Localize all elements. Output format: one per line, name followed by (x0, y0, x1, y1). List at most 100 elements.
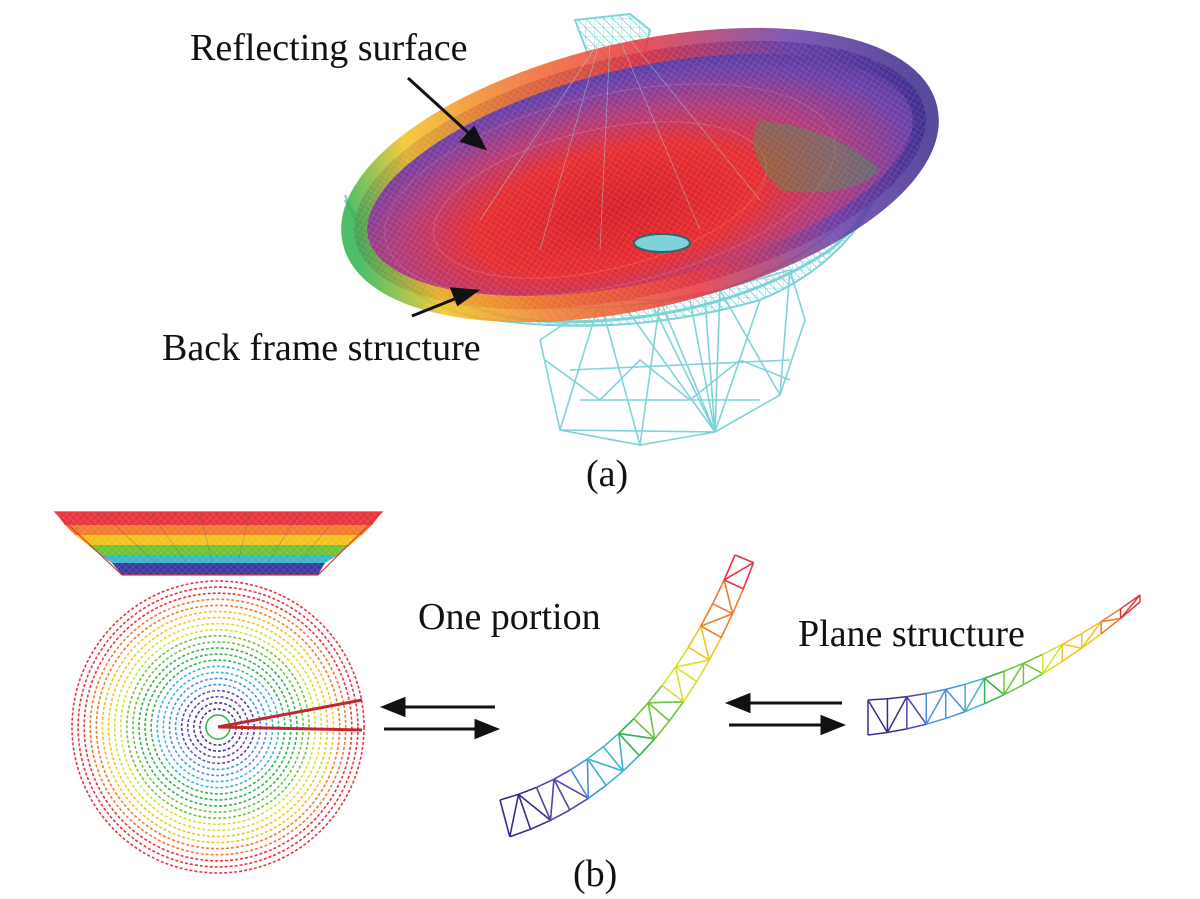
truss-member (618, 732, 655, 740)
truss-member (661, 666, 677, 687)
ring-spoke (82, 670, 208, 723)
ring-spoke (226, 735, 322, 831)
ring (107, 616, 329, 838)
truss-member (1081, 620, 1102, 635)
truss-member (1101, 617, 1121, 623)
truss-member (700, 603, 714, 627)
ring (83, 592, 353, 862)
label-one-portion: One portion (418, 596, 601, 638)
ring-spoke (73, 728, 207, 747)
ring-spoke (198, 582, 217, 716)
truss-member (570, 758, 588, 771)
ring-spoke (198, 738, 217, 872)
truss-member (1003, 662, 1024, 672)
ring (101, 610, 335, 844)
ring (126, 635, 310, 819)
arrow-reflecting (406, 76, 487, 151)
truss-member (887, 728, 907, 734)
double-arrow-right (724, 692, 847, 736)
truss-member (605, 770, 624, 786)
truss-member (517, 793, 552, 821)
truss-member (695, 659, 710, 682)
truss-member (530, 819, 551, 830)
truss-member (1042, 660, 1063, 675)
dish-3d-model (341, 12, 939, 446)
truss-member (553, 778, 571, 811)
one-portion-truss (499, 554, 755, 838)
truss-member (661, 684, 684, 703)
truss-member (1120, 594, 1141, 610)
label-reflecting-surface: Reflecting surface (190, 27, 468, 69)
ring-spoke (128, 610, 211, 718)
ring (89, 598, 347, 856)
truss-member (1023, 672, 1044, 686)
truss-member (517, 794, 532, 830)
truss-member (675, 659, 710, 668)
truss-member (742, 562, 755, 590)
dish-side-view (53, 511, 384, 576)
truss-member (723, 554, 736, 581)
ring-spoke (128, 736, 211, 844)
truss-member (1062, 643, 1082, 649)
truss-member (586, 758, 607, 786)
truss-member (700, 612, 733, 627)
truss-member (648, 700, 684, 704)
truss-member (586, 758, 590, 799)
truss-member (638, 738, 656, 757)
plane-structure-truss (867, 594, 1141, 736)
ring-spoke (226, 623, 322, 719)
truss-member (984, 694, 1005, 705)
truss-member (688, 646, 710, 661)
truss-member (723, 579, 744, 590)
truss-member (499, 799, 511, 837)
truss-member (553, 778, 589, 800)
ring-spoke (220, 585, 257, 716)
truss-member (906, 696, 927, 725)
truss-member (886, 696, 908, 733)
truss-member (622, 754, 640, 772)
truss-member (1023, 662, 1044, 675)
ring-spoke (229, 729, 360, 766)
truss-member (945, 688, 966, 713)
truss-member (587, 784, 607, 799)
ring-spoke (179, 738, 216, 869)
ring-spoke (219, 738, 238, 872)
truss-member (570, 769, 590, 799)
truss-member (1061, 647, 1083, 663)
ring-spoke (223, 600, 292, 717)
truss-member (867, 698, 888, 701)
truss-member (906, 692, 927, 698)
truss-member (618, 732, 640, 757)
ring-spoke (114, 623, 210, 719)
ring-spoke (144, 600, 213, 717)
ring-spoke (222, 591, 275, 717)
truss-member (1003, 684, 1024, 696)
ring-spoke (219, 582, 238, 716)
truss-member (1081, 633, 1102, 649)
ring-spoke (73, 707, 207, 726)
truss-member (586, 746, 604, 760)
truss-member (867, 699, 889, 733)
ring-spoke (222, 737, 275, 863)
ring-spoke (179, 585, 216, 716)
ring-spoke (225, 610, 308, 718)
truss-member (674, 666, 685, 702)
ring-spoke (229, 728, 363, 747)
sector-line (217, 698, 363, 729)
truss-member (675, 666, 698, 683)
truss-member (587, 758, 624, 772)
truss-member (723, 579, 734, 614)
truss-member (887, 695, 907, 700)
truss-member (633, 702, 649, 720)
truss-member (731, 588, 745, 615)
truss-member (647, 685, 663, 704)
truss-member (712, 602, 733, 615)
truss-member (1081, 621, 1102, 649)
truss-member (1119, 594, 1141, 619)
ring-spoke (227, 734, 335, 817)
ring-spoke (228, 670, 354, 723)
ring-spoke (76, 688, 207, 725)
truss-member (867, 731, 888, 736)
truss-member (687, 625, 702, 648)
ring-spoke (223, 737, 292, 854)
